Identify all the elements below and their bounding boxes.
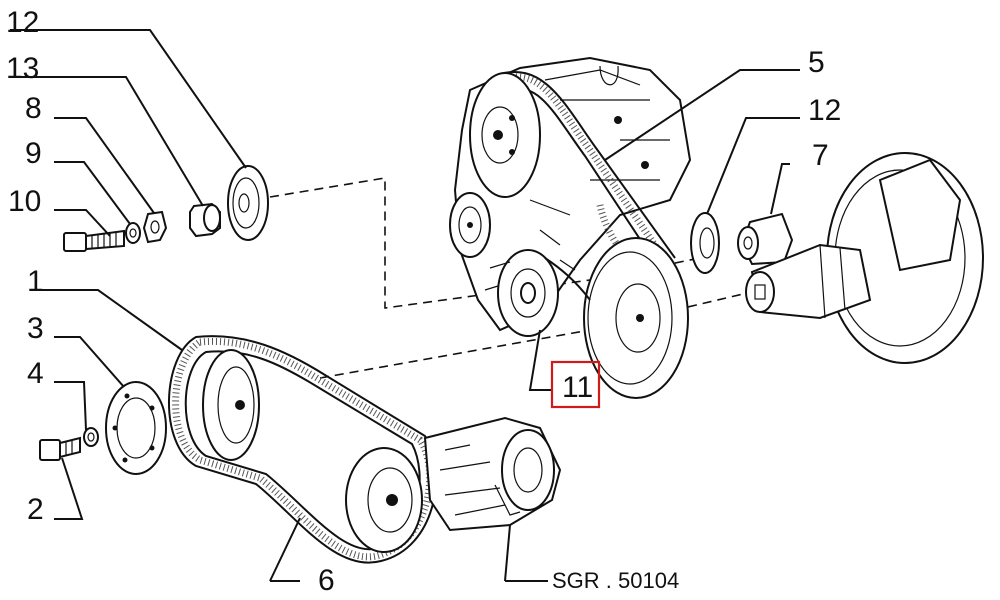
- label-part-8: 8: [25, 92, 42, 125]
- label-part-5: 5: [808, 46, 825, 79]
- idler-pulley-small: [449, 192, 491, 258]
- label-part-13: 13: [6, 52, 39, 85]
- label-part-1: 1: [27, 265, 44, 298]
- label-part-4: 4: [27, 357, 44, 390]
- washer-9: [125, 222, 141, 244]
- spacer-13: [189, 202, 221, 238]
- upper-pulley: [469, 72, 541, 198]
- label-part-9: 9: [25, 137, 42, 170]
- crank-pulley-upper: [544, 237, 689, 399]
- spacer-7: [737, 212, 794, 266]
- plate-3: [105, 381, 167, 475]
- label-part-6: 6: [318, 564, 335, 597]
- bolt-10: [63, 229, 125, 252]
- washer-12-left: [227, 165, 269, 241]
- tensioner-pulley-11: [484, 249, 559, 337]
- label-part-12-right: 12: [808, 94, 841, 127]
- drawing-code: SGR . 50104: [552, 568, 679, 593]
- washer-4: [83, 427, 99, 447]
- leader-lines: [10, 29, 800, 582]
- label-part-3: 3: [27, 312, 44, 345]
- washer-12-right: [690, 212, 720, 274]
- crank-pulley-lower: [202, 349, 260, 461]
- bolt-2: [39, 436, 81, 461]
- ac-compressor: [423, 416, 562, 532]
- label-part-12-left: 12: [6, 6, 39, 39]
- axis-line-upper: [269, 177, 701, 309]
- crankshaft: [745, 152, 984, 364]
- label-part-7: 7: [812, 139, 829, 172]
- label-part-10: 10: [8, 185, 41, 218]
- part-11-highlight-box: [550, 360, 601, 409]
- label-part-11: 11: [562, 371, 593, 404]
- label-part-2: 2: [27, 493, 44, 526]
- compressor-pulley: [345, 447, 423, 553]
- nut-8: [142, 210, 168, 244]
